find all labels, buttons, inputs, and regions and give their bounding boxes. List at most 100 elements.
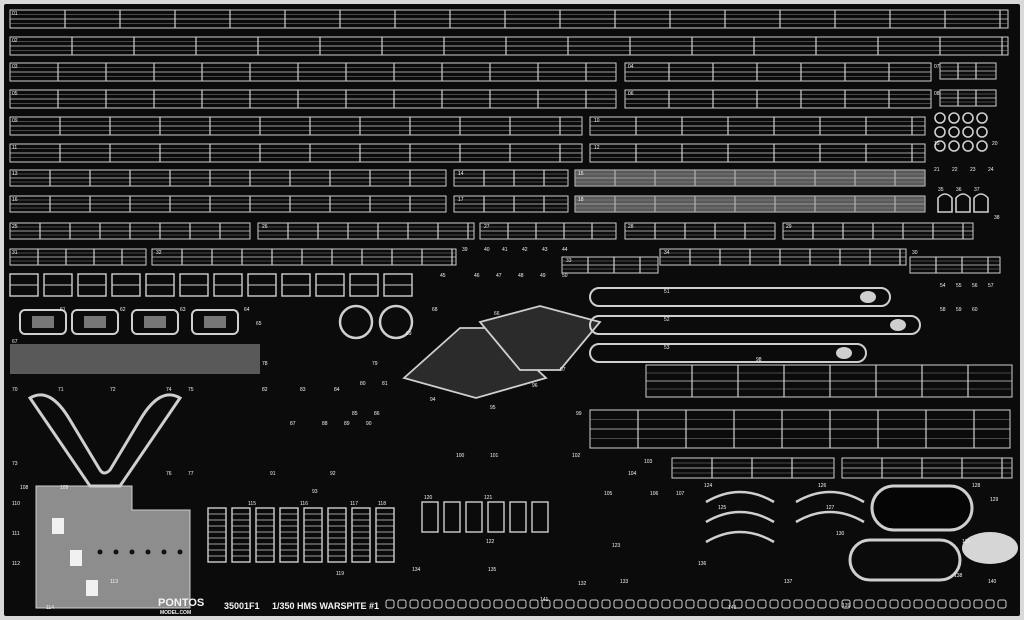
part-number-label: 56 [972, 283, 978, 289]
part-number-label: 125 [718, 505, 727, 511]
part-number-label: 142 [728, 605, 737, 611]
small-ring [976, 126, 988, 138]
small-tab [625, 599, 635, 609]
crane-jib-hook [890, 319, 906, 331]
small-tab [865, 599, 875, 609]
bridge-deck-plate [35, 485, 191, 609]
small-tab [385, 599, 395, 609]
small-tab [817, 599, 827, 609]
small-tab [961, 599, 971, 609]
part-number-label: 35 [938, 187, 944, 193]
small-tab [433, 599, 443, 609]
part-number-label: 44 [562, 247, 568, 253]
part-number-label: 85 [352, 411, 358, 417]
small-tab [829, 599, 839, 609]
part-number-label: 80 [360, 381, 366, 387]
part-number-label: 121 [484, 495, 493, 501]
railing-strip [453, 195, 569, 213]
planking-panel [10, 344, 260, 374]
part-number-label: 102 [572, 453, 581, 459]
part-number-label: 112 [12, 561, 20, 567]
small-ring [962, 112, 974, 124]
part-number-label: 36 [956, 187, 962, 193]
railing-strip [782, 222, 974, 240]
part-number-label: 94 [430, 397, 436, 403]
part-number-label: 126 [818, 483, 827, 489]
part-number-label: 19 [934, 141, 940, 147]
ladder-frame [465, 501, 483, 533]
curved-rail [795, 490, 865, 504]
part-number-label: 101 [490, 453, 499, 459]
part-number-label: 104 [628, 471, 637, 477]
small-ring [962, 140, 974, 152]
railing-strip [9, 36, 1009, 56]
part-number-label: 43 [542, 247, 548, 253]
part-number-label: 68 [432, 307, 438, 313]
oval-platform [870, 484, 974, 532]
railing-strip [9, 222, 251, 240]
part-number-label: 95 [490, 405, 496, 411]
part-number-label: 97 [560, 367, 566, 373]
arched-door [937, 193, 953, 213]
small-tab [661, 599, 671, 609]
part-number-label: 13 [12, 171, 18, 177]
small-ring [948, 112, 960, 124]
railing-strip [939, 62, 997, 80]
part-number-label: 113 [110, 579, 118, 585]
curved-rail [705, 510, 775, 524]
part-number-label: 03 [12, 64, 18, 70]
part-number-label: 54 [940, 283, 946, 289]
deck-cutout [86, 580, 98, 596]
part-number-label: 18 [578, 197, 584, 203]
small-tab [757, 599, 767, 609]
deck-cutout [70, 550, 82, 566]
etched-parts [9, 112, 1018, 609]
railing-strip [9, 89, 617, 109]
part-number-label: 79 [372, 361, 378, 367]
part-number-label: 16 [12, 197, 18, 203]
ladder-frame [351, 507, 371, 563]
part-number-label: 71 [58, 387, 64, 393]
small-tab [553, 599, 563, 609]
part-number-label: 64 [244, 307, 250, 313]
part-number-label: 11 [12, 145, 17, 151]
small-tab [769, 599, 779, 609]
part-number-label: 136 [698, 561, 707, 567]
part-number-label: 82 [262, 387, 268, 393]
part-number-label: 42 [522, 247, 528, 253]
part-number-label: 52 [664, 317, 670, 323]
part-number-label: 119 [336, 571, 344, 577]
brand-logo-sub: MODEL.COM [160, 610, 191, 616]
part-number-label: 46 [474, 273, 480, 279]
deck-hole [145, 549, 151, 555]
dome-cover [962, 532, 1018, 564]
part-number-label: 12 [594, 145, 600, 151]
part-number-label: 123 [612, 543, 621, 549]
part-number-label: 24 [988, 167, 994, 173]
part-number-label: 140 [988, 579, 997, 585]
hatch-cover-plate [144, 316, 166, 328]
part-number-label: 05 [12, 91, 18, 97]
railing-strip [453, 169, 569, 187]
part-number-label: 110 [12, 501, 20, 507]
part-number-label: 10 [594, 118, 600, 124]
part-number-label: 92 [330, 471, 336, 477]
railing-strip [9, 62, 617, 82]
part-number-label: 118 [378, 501, 386, 507]
part-number-label: 75 [188, 387, 194, 393]
part-number-label: 89 [344, 421, 350, 427]
ladder-frame [443, 501, 461, 533]
part-number-label: 134 [412, 567, 421, 573]
part-number-label: 84 [334, 387, 340, 393]
part-number-label: 105 [604, 491, 613, 497]
part-number-label: 138 [954, 573, 963, 579]
small-tab [997, 599, 1007, 609]
part-number-label: 122 [486, 539, 495, 545]
small-tab [973, 599, 983, 609]
small-tab [805, 599, 815, 609]
small-tab [901, 599, 911, 609]
part-number-label: 124 [704, 483, 713, 489]
part-number-label: 15 [578, 171, 584, 177]
part-number-label: 111 [12, 531, 20, 537]
part-number-label: 86 [374, 411, 380, 417]
